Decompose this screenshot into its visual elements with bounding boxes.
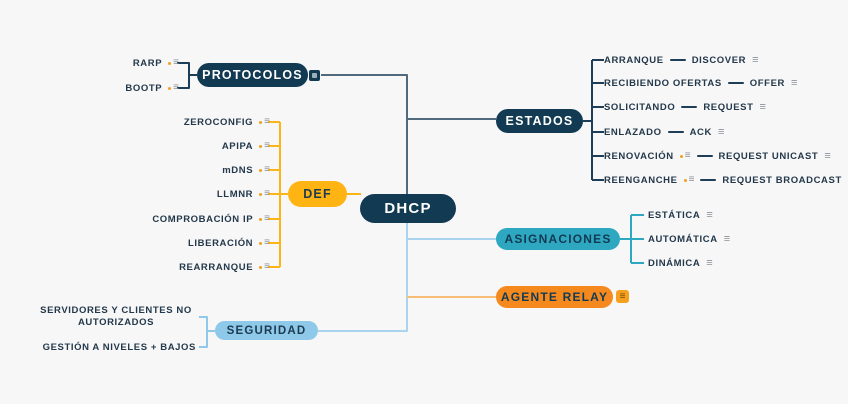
node-rearranque[interactable]: REARRANQUE ≡ (179, 261, 270, 273)
node-enlazado[interactable]: ENLAZADO ACK ≡ (604, 126, 724, 138)
sub-node-label[interactable]: ACK (689, 126, 712, 138)
asignaciones-children-bracket (620, 214, 644, 264)
node-reenganche[interactable]: REENGANCHE ≡ REQUEST BROADCAST ≡ (604, 174, 848, 186)
menu-icon[interactable]: ≡ (706, 256, 713, 269)
node-rarp[interactable]: RARP ≡ (133, 57, 179, 69)
node-mdns[interactable]: mDNS ≡ (222, 164, 270, 176)
node-arranque[interactable]: ARRANQUE DISCOVER ≡ (604, 54, 759, 66)
node-label: RENOVACIÓN (604, 150, 674, 162)
sub-node-label[interactable]: REQUEST UNICAST (718, 150, 819, 162)
note-icon[interactable]: ≡ (259, 262, 270, 272)
node-solicitando[interactable]: SOLICITANDO REQUEST ≡ (604, 101, 766, 113)
node-seguridad[interactable]: SEGURIDAD (215, 321, 318, 340)
node-label: LLMNR (216, 188, 254, 200)
node-bootp[interactable]: BOOTP ≡ (125, 82, 179, 94)
trunk-top-connector (321, 74, 408, 194)
trunk-bottom-connector (318, 223, 496, 332)
protocolos-children-bracket (177, 62, 197, 89)
note-icon[interactable]: ≡ (168, 58, 179, 68)
node-label: SOLICITANDO (604, 101, 676, 113)
node-label: ZEROCONFIG (183, 116, 254, 128)
node-llmnr[interactable]: LLMNR ≡ (217, 188, 270, 200)
node-liberacion[interactable]: LIBERACIÓN ≡ (188, 237, 270, 249)
note-icon[interactable]: ≡ (168, 83, 179, 93)
notes-badge-icon[interactable]: ≡ (616, 290, 629, 303)
node-label: APIPA (221, 140, 254, 152)
menu-icon[interactable]: ≡ (706, 208, 713, 221)
menu-icon[interactable]: ≡ (759, 100, 766, 113)
node-renovacion[interactable]: RENOVACIÓN ≡ REQUEST UNICAST ≡ (604, 150, 831, 162)
node-gestion-niveles[interactable]: GESTIÓN A NIVELES + BAJOS (43, 341, 196, 353)
node-label: COMPROBACIÓN IP (152, 213, 254, 225)
note-icon[interactable]: ≡ (259, 165, 270, 175)
note-icon[interactable]: ≡ (259, 238, 270, 248)
node-label: RARP (132, 57, 163, 69)
node-protocolos[interactable]: PROTOCOLOS (197, 63, 308, 87)
sub-connector (667, 131, 684, 133)
sub-connector (681, 106, 698, 108)
attachment-icon[interactable] (309, 70, 320, 81)
node-dhcp[interactable]: DHCP (360, 194, 456, 223)
sub-connector (669, 59, 686, 61)
node-agente-relay[interactable]: AGENTE RELAY (496, 286, 613, 308)
sub-connector (727, 82, 744, 84)
note-icon[interactable]: ≡ (259, 117, 270, 127)
node-servidores-no-autorizados[interactable]: SERVIDORES Y CLIENTES NO AUTORIZADOS (40, 305, 192, 328)
menu-icon[interactable]: ≡ (824, 149, 831, 162)
node-label: AUTOMÁTICA (648, 233, 718, 245)
node-asignaciones[interactable]: ASIGNACIONES (496, 228, 620, 250)
node-estatica[interactable]: ESTÁTICA ≡ (648, 209, 713, 221)
node-label: REENGANCHE (604, 174, 678, 186)
node-label: ESTÁTICA (648, 209, 701, 221)
note-icon[interactable]: ≡ (259, 214, 270, 224)
menu-icon[interactable]: ≡ (723, 232, 731, 245)
node-apipa[interactable]: APIPA ≡ (222, 140, 270, 152)
seguridad-children-bracket (199, 316, 215, 348)
node-zeroconfig[interactable]: ZEROCONFIG ≡ (184, 116, 270, 128)
node-label: DINÁMICA (648, 257, 701, 269)
note-icon[interactable]: ≡ (679, 151, 691, 161)
node-label: RECIBIENDO OFERTAS (604, 77, 722, 89)
menu-icon[interactable]: ≡ (717, 125, 725, 138)
attachment-icon-inner (312, 73, 317, 78)
node-label: REARRANQUE (179, 261, 254, 273)
node-comprobacion-ip[interactable]: COMPROBACIÓN IP ≡ (152, 213, 270, 225)
sub-node-label[interactable]: DISCOVER (691, 54, 747, 66)
estados-children-bracket (583, 59, 604, 181)
sub-connector (696, 155, 713, 157)
menu-icon[interactable]: ≡ (790, 76, 798, 89)
menu-icon[interactable]: ≡ (752, 53, 759, 66)
sub-connector (700, 179, 717, 181)
node-label: ARRANQUE (604, 54, 664, 66)
note-icon[interactable]: ≡ (259, 189, 270, 199)
node-def[interactable]: DEF (288, 181, 347, 207)
note-icon[interactable]: ≡ (683, 175, 694, 185)
node-label: mDNS (222, 164, 254, 176)
node-recibiendo-ofertas[interactable]: RECIBIENDO OFERTAS OFFER ≡ (604, 77, 797, 89)
sub-node-label[interactable]: REQUEST (703, 101, 754, 113)
node-label: GESTIÓN A NIVELES + BAJOS (42, 341, 196, 353)
node-label: BOOTP (125, 82, 163, 94)
node-dinamica[interactable]: DINÁMICA ≡ (648, 257, 713, 269)
sub-node-label[interactable]: REQUEST BROADCAST (722, 174, 842, 186)
node-automatica[interactable]: AUTOMÁTICA ≡ (648, 233, 730, 245)
node-label: ENLAZADO (604, 126, 662, 138)
note-icon[interactable]: ≡ (259, 141, 270, 151)
node-estados[interactable]: ESTADOS (496, 109, 583, 133)
sub-node-label[interactable]: OFFER (749, 77, 785, 89)
node-label: LIBERACIÓN (188, 237, 254, 249)
